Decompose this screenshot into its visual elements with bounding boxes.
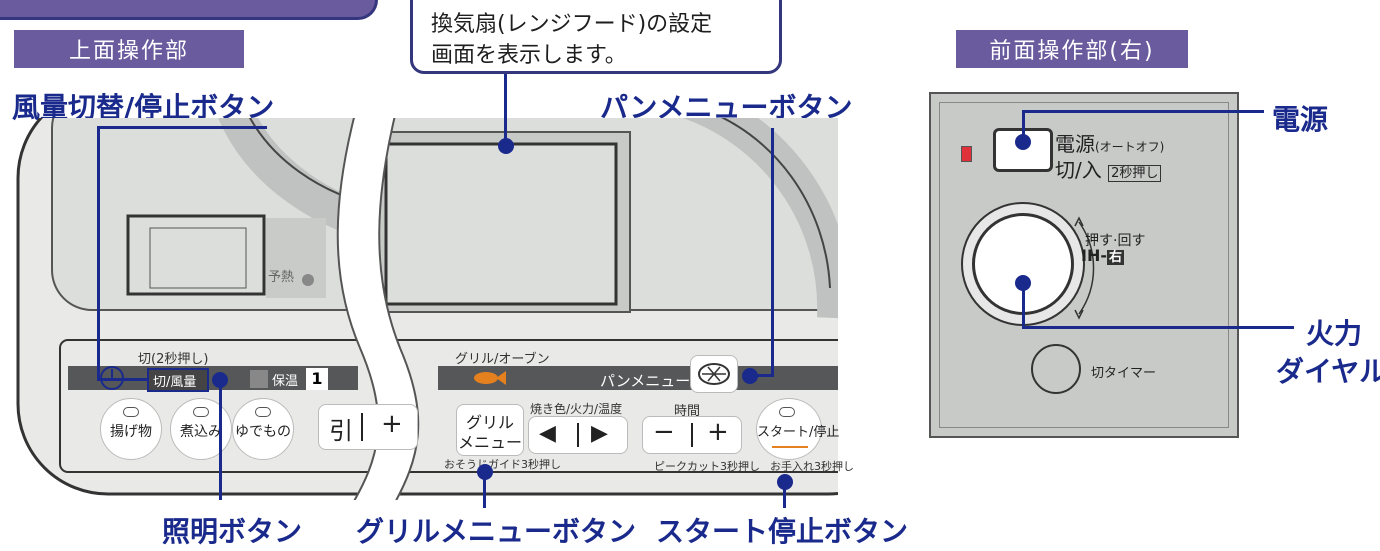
pan-menu-leader-dot — [742, 368, 758, 384]
front-panel-tab: 前面操作部(右) — [956, 30, 1188, 68]
time-divider — [691, 423, 693, 447]
level-digit: 1 — [306, 368, 328, 390]
preheat-label: 予熱 — [268, 270, 295, 285]
heat-dial-callout-line1: 火力 — [1306, 317, 1363, 350]
grill-menu-button[interactable]: グリル メニュー — [456, 404, 524, 456]
start-stop-leader-line — [783, 480, 786, 508]
balloon-leader-dot — [498, 138, 514, 154]
fried-button[interactable]: 揚げ物 — [100, 398, 162, 460]
time-minus[interactable]: − — [653, 417, 675, 447]
power-leader-vertical — [1022, 110, 1025, 140]
peak-cut-label: ピークカット3秒押し — [654, 460, 760, 473]
simmer-button[interactable]: 煮込み — [170, 398, 232, 460]
right-arrow-icon[interactable]: ▶ — [591, 421, 608, 446]
balloon-leader-line — [504, 74, 507, 146]
grill-menu-line1: グリル — [465, 413, 514, 432]
power-leader-horizontal — [1022, 110, 1264, 113]
maintenance-label: お手入れ3秒押し — [770, 460, 854, 473]
timer-adjust-button[interactable]: 引 + — [318, 404, 418, 450]
off-2sec-label: 切(2秒押し) — [138, 352, 209, 367]
off-fan-box: 切/風量 — [147, 368, 209, 392]
heat-dial-callout-line2: ダイヤル — [1276, 355, 1380, 388]
pan-menu-leader-vertical — [771, 128, 774, 376]
start-stop-button-callout: スタート停止ボタン — [656, 515, 909, 548]
start-stop-button[interactable]: スタート/停止 — [756, 398, 840, 460]
simmer-led — [193, 407, 209, 417]
grill-menu-line2: メニュー — [457, 433, 522, 452]
off-timer-label: 切タイマー — [1091, 366, 1157, 381]
start-stop-underline — [772, 446, 808, 448]
info-balloon: 換気扇(レンジフード)の設定 画面を表示します。 — [410, 0, 782, 74]
balloon-line-2: 画面を表示します。 — [431, 43, 627, 68]
front-panel-tab-label: 前面操作部(右) — [989, 39, 1155, 64]
front-auto-off: (オートオフ) — [1095, 140, 1165, 154]
top-panel-tab: 上面操作部 — [14, 30, 244, 68]
front-off-on-row: 切/入 2秒押し — [1055, 154, 1162, 183]
light-leader-line — [219, 380, 222, 500]
keep-warm-indicator — [250, 370, 268, 388]
push-turn-label: 押す·回す — [1085, 233, 1146, 249]
timer-divider — [361, 413, 363, 441]
ih-right-prefix: IH- — [1081, 246, 1107, 265]
boil-label: ゆでもの — [235, 424, 291, 440]
bake-adjust-button[interactable]: ◀ ▶ — [528, 416, 628, 454]
time-adjust-button[interactable]: − + — [642, 416, 742, 454]
time-plus[interactable]: + — [707, 417, 729, 447]
pan-icon — [698, 363, 730, 385]
pan-menu-leader-horizontal — [746, 374, 774, 377]
front-press-2sec: 2秒押し — [1108, 165, 1162, 182]
front-off-on: 切/入 — [1055, 158, 1102, 182]
boil-led — [255, 407, 271, 417]
turn-arrow-icon — [1074, 216, 1095, 320]
fan-leader-vertical — [97, 126, 100, 380]
fan-leader-horizontal — [97, 126, 267, 129]
timer-plus: + — [381, 409, 403, 439]
time-label: 時間 — [674, 404, 701, 419]
front-power-label-row: 電源(オートオフ) — [1055, 128, 1164, 157]
timer-key: 引 — [329, 417, 353, 445]
section-banner — [0, 0, 378, 20]
grill-oven-label: グリル/オーブン — [455, 352, 550, 367]
ih-right-label-row: IH-右 — [1081, 246, 1124, 265]
keep-warm-label: 保温 — [272, 374, 299, 389]
off-timer-button[interactable] — [1031, 344, 1081, 394]
start-stop-label: スタート/停止 — [757, 425, 840, 440]
power-leader-dot — [1015, 134, 1031, 150]
fish-icon — [474, 371, 506, 385]
simmer-label: 煮込み — [180, 424, 222, 440]
dial-leader-vertical — [1022, 282, 1025, 328]
top-panel-tab-label: 上面操作部 — [68, 39, 189, 64]
start-stop-led — [779, 407, 795, 417]
ih-right-box: 右 — [1106, 250, 1124, 265]
fan-leader-to-button — [97, 378, 149, 381]
boil-button[interactable]: ゆでもの — [232, 398, 294, 460]
grill-menu-button-callout: グリルメニューボタン — [356, 515, 637, 548]
bake-divider — [577, 423, 579, 447]
bake-heat-temp-label: 焼き色/火力/温度 — [530, 402, 623, 416]
fried-led — [123, 407, 139, 417]
grill-menu-leader-line — [483, 470, 486, 508]
fried-label: 揚げ物 — [110, 424, 152, 440]
left-arrow-icon[interactable]: ◀ — [539, 421, 556, 446]
balloon-line-1: 換気扇(レンジフード)の設定 — [431, 12, 713, 37]
dial-leader-horizontal — [1022, 326, 1294, 329]
grill-menu-leader-dot — [477, 464, 493, 480]
power-callout: 電源 — [1272, 103, 1329, 136]
off-fan-label: 切/風量 — [153, 375, 197, 390]
front-panel-inner-frame — [939, 102, 1229, 428]
front-power-label: 電源 — [1055, 132, 1095, 156]
front-panel: 電源(オートオフ) 切/入 2秒押し 押す·回す IH-右 切タイマー — [929, 92, 1239, 438]
power-led — [961, 146, 972, 162]
clean-guide-label: おそうじガイド3秒押し — [444, 458, 561, 471]
pan-menu-button[interactable] — [690, 355, 738, 393]
start-stop-leader-dot — [777, 474, 793, 490]
light-button-callout: 照明ボタン — [162, 515, 303, 548]
pan-menu-label: パンメニュー — [600, 372, 691, 390]
